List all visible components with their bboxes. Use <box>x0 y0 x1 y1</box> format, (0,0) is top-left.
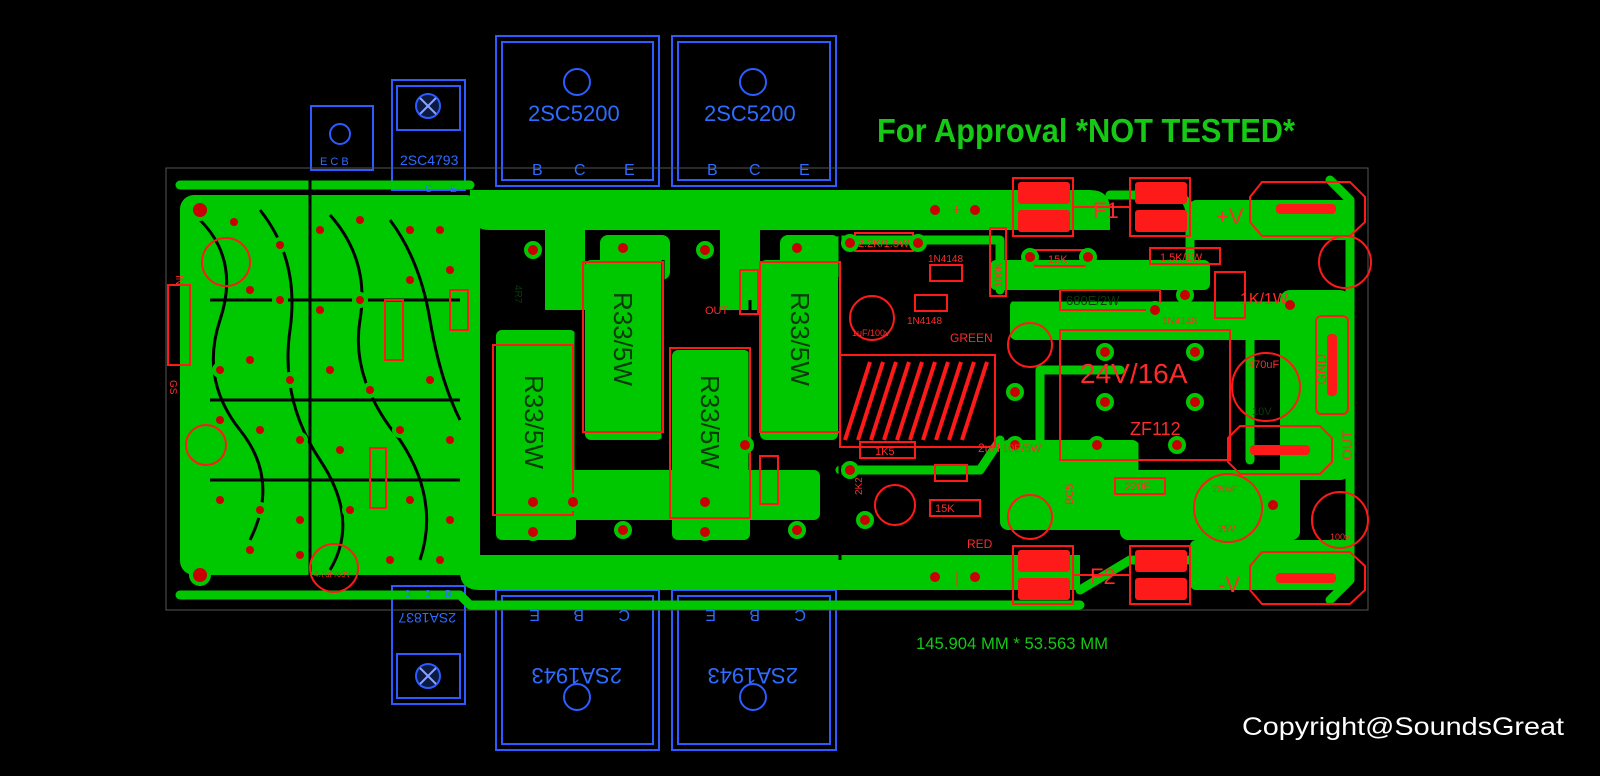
diagram-title: For Approval *NOT TESTED* <box>877 112 1295 149</box>
top-left-pin-c: C <box>574 162 586 179</box>
dimensions-label: 145.904 MM * 53.563 MM <box>916 634 1108 653</box>
fuse-1-label: F1 <box>1093 198 1119 223</box>
out-small-label: OUT <box>705 305 729 317</box>
r2-label: 100K <box>993 262 1005 288</box>
coil-windings <box>843 361 989 441</box>
emitter-resistor-2: R33/5W <box>608 292 638 386</box>
gs-label: GS <box>167 380 178 395</box>
bottom-right-pin-b: B <box>749 606 760 623</box>
top-right-transistor-label: 2SC5200 <box>704 101 796 126</box>
neg-terminal-label: -V <box>1218 572 1240 597</box>
driver-top-pin-c: C <box>425 184 432 195</box>
r6-label: 1K/1W <box>1240 291 1289 308</box>
copyright-label: Copyright@SoundsGreat <box>1242 713 1564 741</box>
d1-label: 1N4148 <box>928 254 963 265</box>
small-transistor-pins: E C B <box>320 156 349 168</box>
c3v-label: 25V <box>1218 524 1236 535</box>
in-label: IN <box>173 275 184 285</box>
plus-mark: + <box>952 202 961 219</box>
driver-top-outline <box>391 79 466 191</box>
c2-label: 470uF <box>1248 359 1279 371</box>
driver-top-pin-e: E <box>450 184 457 195</box>
r12-label: 2K2 <box>854 477 865 495</box>
c2v-label: 10V <box>1252 406 1272 418</box>
bc5-label: BC5 <box>1064 484 1076 505</box>
r11-label: 4R7 <box>512 285 523 304</box>
top-left-transistor-label: 2SC5200 <box>528 101 620 126</box>
bottom-left-pin-c: C <box>618 606 630 623</box>
copper-layer <box>180 190 1350 590</box>
minus-mark: | <box>955 570 959 587</box>
gnd-terminal-label: GND <box>1313 354 1329 385</box>
bottom-right-pin-e: E <box>705 606 716 623</box>
red-pads <box>1018 182 1337 600</box>
r8-label: 15K <box>935 503 955 515</box>
emitter-resistor-1: R33/5W <box>519 375 549 469</box>
pos-terminal-label: +V <box>1216 204 1244 229</box>
driver-bottom-outline <box>391 585 466 705</box>
d3-label: 1N4148 <box>1162 316 1197 327</box>
bottom-left-transistor-label: 2SA1943 <box>531 663 622 688</box>
red-led-label: RED <box>967 537 993 551</box>
green-led-label: GREEN <box>950 331 993 345</box>
transistor-top-left-outline <box>495 35 660 187</box>
board-outline <box>165 167 1369 611</box>
driver-bottom-pin-3: B <box>445 589 452 600</box>
r3-label: 15K <box>1048 254 1068 266</box>
r9-label: 220E <box>1125 481 1151 493</box>
driver-bottom-pin-2: 3 <box>425 589 431 600</box>
r10-label: 10E/5W <box>1002 443 1042 455</box>
bottom-right-pin-c: C <box>794 606 806 623</box>
bottom-left-pin-e: E <box>529 606 540 623</box>
emitter-resistor-3: R33/5W <box>695 375 725 469</box>
small-transistor-outline <box>310 105 374 171</box>
out-terminal-label: OUT <box>1339 430 1355 460</box>
top-left-pin-e: E <box>624 162 635 179</box>
c5-label: 4.7uF/63V <box>314 570 352 579</box>
bottom-left-pin-b: B <box>573 606 584 623</box>
transistor-top-right-outline <box>671 35 837 187</box>
relay-label: 24V/16A <box>1080 358 1188 389</box>
driver-top-label: 2SC4793 <box>400 152 459 168</box>
c3-label: 220uF <box>1212 484 1238 494</box>
driver-bottom-pin-1: 3 <box>405 589 411 600</box>
c1-label: 1uF/100v <box>852 328 890 338</box>
top-left-pin-b: B <box>532 162 543 179</box>
top-right-pin-e: E <box>799 162 810 179</box>
top-right-pin-c: C <box>749 162 761 179</box>
d2-label: 1N4148 <box>907 316 942 327</box>
r4-label: 1.5K/1W <box>1160 252 1203 264</box>
coil-label: 2uH <box>978 441 1000 455</box>
r1-label: 2.2K/1.5W <box>858 238 910 250</box>
top-right-pin-b: B <box>707 162 718 179</box>
bottom-right-transistor-label: 2SA1943 <box>707 663 798 688</box>
via-pads <box>189 199 1299 586</box>
silkscreen-layer <box>167 177 1372 605</box>
fuse-2-label: F2 <box>1090 564 1116 589</box>
driver-bottom-label: 2SA1837 <box>398 610 456 626</box>
relay-part: ZF112 <box>1130 419 1181 439</box>
c4-label: 100v <box>1330 532 1350 542</box>
r5-label: 680E/2W <box>1066 293 1120 308</box>
emitter-resistor-4: R33/5W <box>785 292 815 386</box>
r7-label: 1K5 <box>875 446 895 458</box>
